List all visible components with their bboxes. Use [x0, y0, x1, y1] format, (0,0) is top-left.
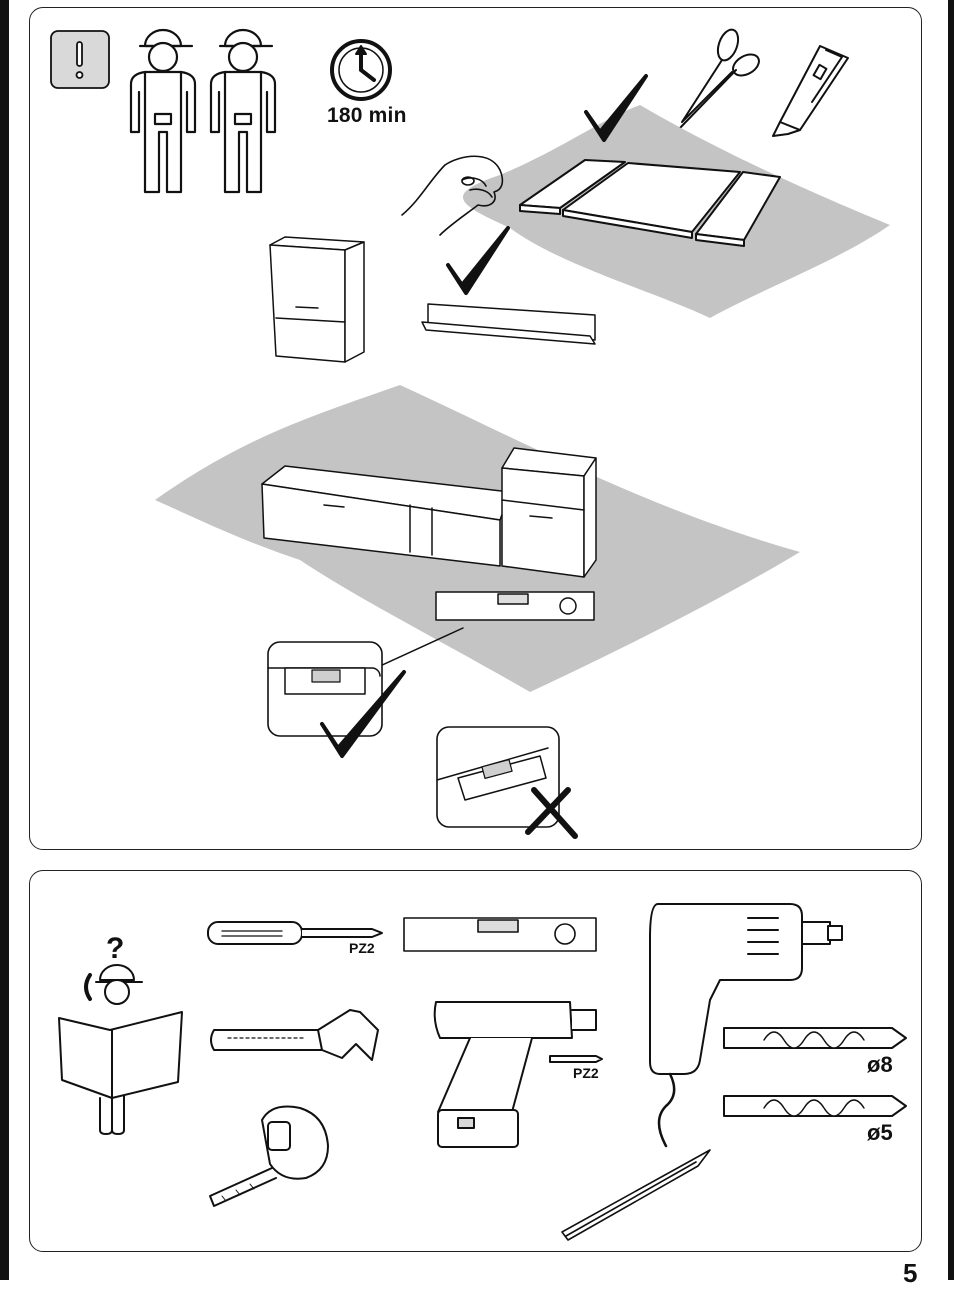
drill-bit-size-label: ø8: [867, 1052, 893, 1077]
checkmark-icon: [584, 74, 648, 142]
box-cutter-icon: [772, 45, 849, 137]
drill-bit-label: PZ2: [573, 1065, 599, 1081]
warning-icon: [50, 30, 110, 89]
electric-drill-icon: [649, 903, 843, 1148]
level-check-incorrect: [436, 726, 578, 839]
furniture-panels-on-floor: [519, 159, 781, 247]
assembly-time-label: 180 min: [327, 104, 407, 127]
drill-bit-size-label: ø5: [867, 1120, 893, 1145]
help-phone-icon: ?: [58, 932, 183, 1135]
drill-bit-icon: [723, 1095, 907, 1117]
cross-icon: [525, 787, 578, 839]
svg-text:?: ?: [106, 932, 124, 965]
hand-icon: [401, 155, 504, 236]
callout-leader: [379, 627, 464, 667]
screwdriver-icon: [207, 921, 383, 945]
hammer-icon: [210, 1009, 379, 1061]
spirit-level-icon: [403, 917, 597, 952]
screwdriver-bit-label: PZ2: [349, 940, 375, 956]
spirit-level-icon: [435, 591, 595, 621]
tv-stand-assembled: [261, 447, 597, 578]
cordless-drill-icon: [433, 1001, 603, 1148]
wall-shelf: [421, 303, 596, 345]
page-edge-right: [948, 0, 954, 1280]
tape-measure-icon: [209, 1105, 329, 1207]
drill-bit-icon: [723, 1027, 907, 1049]
checkmark-icon: [446, 226, 510, 295]
pencil-icon: [561, 1149, 711, 1241]
level-check-correct: [267, 641, 406, 758]
cabinet-unit: [269, 236, 365, 363]
clock-icon: [330, 39, 392, 101]
scissors-icon: [679, 28, 760, 129]
checkmark-icon: [320, 670, 406, 758]
page-edge-left: [0, 0, 9, 1280]
two-person-icon: [129, 28, 277, 194]
page-number: 5: [903, 1258, 918, 1288]
